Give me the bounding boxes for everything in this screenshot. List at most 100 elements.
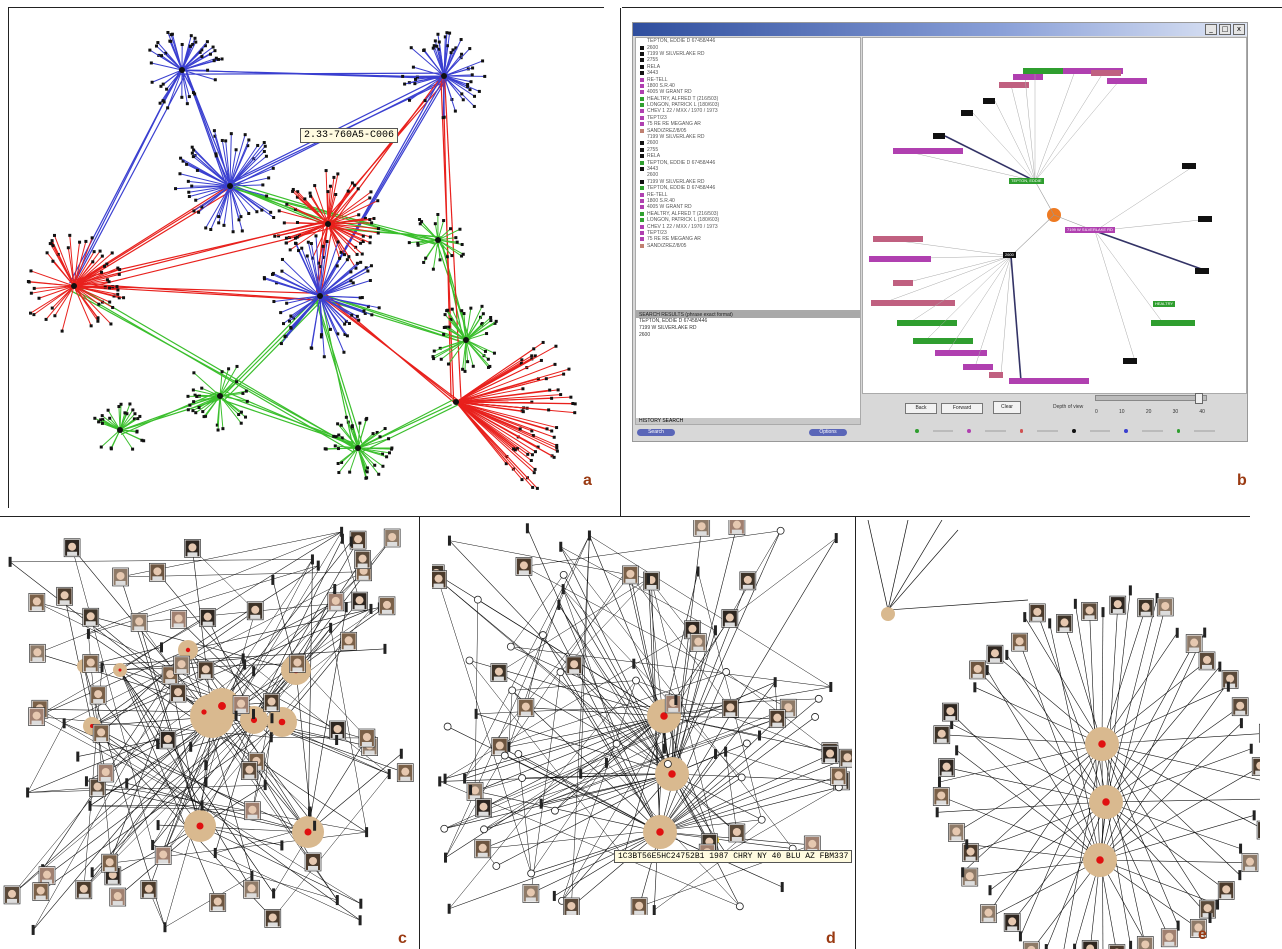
edge [469, 660, 624, 857]
filter-checkbox[interactable] [1019, 429, 1024, 433]
list-item[interactable]: TEPTON, EDDIE D 67458/446 [636, 159, 860, 166]
list-item[interactable]: LONGON, PATRICK L (180/603) [636, 102, 860, 108]
leaf-node [536, 377, 540, 381]
list-item[interactable]: TEPT/23 [636, 115, 860, 121]
list-item[interactable]: CHEV 1 22 / MXX / 1970 / 1973 [636, 108, 860, 114]
leaf-node [100, 421, 104, 425]
leaf-node [432, 349, 436, 353]
spoke-edge [38, 285, 75, 299]
clear-button[interactable]: Clear [993, 401, 1021, 414]
leaf-node [385, 455, 389, 459]
list-item[interactable]: 2600 [636, 172, 860, 178]
vehicle-node [160, 642, 164, 653]
list-item[interactable]: SAND/ZREZ/8/05 [636, 127, 860, 134]
graph-node-label[interactable]: TEPTON, EDDIE [1009, 178, 1044, 184]
forward-button[interactable]: Forward [941, 403, 983, 414]
edge [1101, 607, 1146, 745]
list-item[interactable]: 75 RE RE MEGANG AR [636, 236, 860, 242]
edge [164, 610, 256, 928]
spoke-edge [319, 241, 328, 297]
list-item[interactable]: 7199 W SILVERLAKE RD [636, 134, 860, 140]
photo-shirt [78, 893, 89, 898]
link-graph-pane[interactable]: TEPTON, EDDIE 7199 W SILVERLAKE RD 2600 … [862, 37, 1247, 394]
leaf-node [530, 429, 534, 433]
search-result-item[interactable]: TEPTON, EDDIE D 67458/446 [639, 318, 708, 324]
leaf-node [463, 369, 467, 373]
leaf-node [116, 288, 120, 292]
list-item[interactable]: TEPTON, EDDIE D 67458/446 [636, 185, 860, 191]
leaf-node [231, 230, 235, 234]
list-item[interactable]: 2755 [636, 57, 860, 63]
list-item[interactable]: 3443 [636, 70, 860, 76]
maximize-button[interactable]: □ [1219, 24, 1231, 35]
list-item[interactable]: 1800 S.R.40 [636, 198, 860, 204]
list-item[interactable]: 1800 S.R.40 [636, 83, 860, 89]
list-item[interactable]: 7199 W SILVERLAKE RD [636, 51, 860, 57]
list-item[interactable]: 7199 W SILVERLAKE RD [636, 179, 860, 185]
edge [1075, 603, 1107, 803]
list-item[interactable]: LONGON, PATRICK L (180/603) [636, 217, 860, 223]
list-item[interactable]: RE-TELL [636, 76, 860, 83]
photo-shirt [936, 800, 947, 805]
filter-checkbox[interactable] [1124, 429, 1129, 433]
edge [663, 715, 778, 719]
graph-node-label[interactable]: HEALTRY [1153, 301, 1176, 307]
search-button[interactable]: Search [637, 429, 675, 436]
filter-checkbox[interactable] [967, 429, 972, 433]
edge [464, 535, 590, 779]
leaf-node [378, 435, 382, 439]
minimize-button[interactable]: _ [1205, 24, 1217, 35]
list-item[interactable]: CHEV 1 22 / MXX / 1970 / 1973 [636, 223, 860, 230]
leaf-node [466, 84, 470, 88]
list-item[interactable]: 3443 [636, 166, 860, 172]
close-button[interactable]: x [1233, 24, 1245, 35]
spoke-edge [345, 417, 359, 449]
leaf-node [547, 408, 551, 412]
person-photo-node [184, 539, 201, 558]
leaf-node [180, 95, 184, 99]
back-button[interactable]: Back [905, 403, 937, 414]
list-item[interactable]: TEPT/23 [636, 230, 860, 236]
spoke-edge [223, 185, 231, 226]
list-item[interactable]: TEPTON, EDDIE D 67458/446 [636, 38, 860, 44]
list-item[interactable]: 2600 [636, 44, 860, 51]
edge [523, 566, 661, 833]
spoke-edge [455, 394, 561, 403]
graph-node-label[interactable]: 7199 W SILVERLAKE RD [1065, 227, 1115, 233]
divider-vertical-top [620, 8, 621, 516]
photo-shirt [569, 669, 580, 674]
list-item[interactable]: HEALTRY, ALFRED T (216/503) [636, 96, 860, 102]
filter-checkbox[interactable] [1072, 429, 1076, 433]
spoke-edge [421, 221, 439, 241]
search-result-item[interactable]: 7199 W SILVERLAKE RD [639, 325, 697, 331]
list-item[interactable]: 2755 [636, 147, 860, 153]
search-result-item[interactable]: 2600 [639, 332, 651, 338]
depth-slider[interactable] [1095, 393, 1207, 404]
list-item[interactable]: RELA [636, 64, 860, 70]
list-item[interactable]: 2600 [636, 140, 860, 146]
photo-shirt [387, 541, 398, 546]
filter-checkbox-row[interactable] [915, 428, 1216, 434]
graph-node-label[interactable]: 2600 [1003, 252, 1016, 258]
vehicle-node [507, 741, 511, 752]
slider-thumb[interactable] [1194, 393, 1203, 404]
vehicle-node [773, 677, 777, 688]
leaf-node [51, 244, 55, 248]
list-item[interactable]: HEALTRY, ALFRED T (216/503) [636, 211, 860, 217]
filter-checkbox[interactable] [915, 429, 919, 433]
list-item[interactable]: 4005 W GRANT RD [636, 89, 860, 95]
list-item[interactable]: 4005 W GRANT RD [636, 204, 860, 210]
spoke-edge [338, 447, 359, 450]
list-item[interactable]: RELA [636, 153, 860, 159]
filter-checkbox[interactable] [1176, 429, 1181, 433]
list-item[interactable]: RE-TELL [636, 191, 860, 198]
spoke-edge [437, 220, 445, 241]
leaf-node [277, 209, 281, 213]
list-item[interactable]: 75 RE RE MEGANG AR [636, 121, 860, 127]
list-item[interactable]: SAND/ZREZ/8/05 [636, 243, 860, 249]
leaf-node [368, 279, 372, 283]
edge [448, 680, 637, 909]
options-button[interactable]: Options [809, 429, 847, 436]
edge [444, 629, 693, 779]
